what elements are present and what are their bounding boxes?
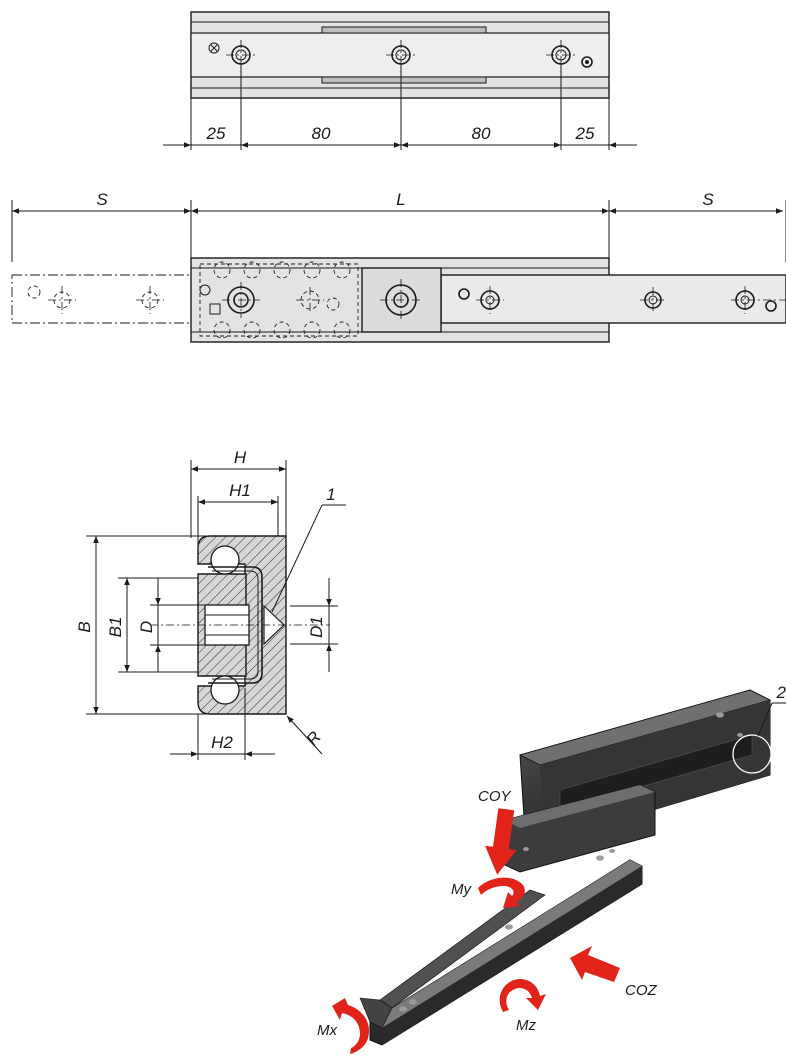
ball-upper: [210, 545, 240, 575]
carriage-hole-icon: [380, 279, 422, 321]
dim-25-right: 25: [575, 124, 595, 143]
ball-cage-hidden: [199, 261, 359, 339]
hidden-hole-icon: [27, 285, 164, 314]
iso-rail-slot: [559, 734, 753, 811]
moment-mx-icon: [332, 998, 370, 1054]
side-view: S L S: [11, 190, 786, 343]
dim-length: L: [396, 190, 405, 209]
top-view: 25 80 80 25: [163, 11, 637, 150]
moment-my-icon: [478, 877, 525, 908]
dim-r: R: [303, 728, 325, 750]
mounting-hole-icon: [731, 286, 786, 314]
callout-1-leader: [271, 504, 323, 613]
dim-d1: D1: [307, 616, 326, 638]
hidden-hole-icon: [296, 287, 340, 313]
radius-leader: [286, 715, 323, 755]
callout-2: 2: [776, 683, 786, 702]
moving-slide: [440, 274, 786, 324]
callout-2-leader: [757, 702, 773, 737]
arrow-coz-icon: [570, 946, 620, 982]
label-coz: COZ: [625, 982, 658, 999]
screw-head-icon: [581, 56, 593, 68]
dim-stroke-left: S: [96, 190, 108, 209]
dim-b: B: [75, 621, 94, 632]
ball-lower: [210, 675, 240, 705]
dim-80-left: 80: [312, 124, 331, 143]
moment-mz-icon: [499, 978, 546, 1012]
callout-1: 1: [326, 485, 335, 504]
detail-circle: [732, 734, 772, 774]
dim-80-right: 80: [472, 124, 491, 143]
dim-h2: H2: [211, 733, 233, 752]
screw-head-icon: [208, 42, 220, 54]
dim-25-left: 25: [206, 124, 226, 143]
dim-h1: H1: [229, 481, 251, 500]
arrow-coy-icon: [485, 808, 517, 875]
label-mz: Mz: [516, 1017, 536, 1034]
dim-b1: B1: [106, 617, 125, 638]
phantom-slide-left: [11, 274, 192, 324]
stop-pin-icon: [199, 284, 221, 315]
top-slot-lower: [321, 76, 487, 84]
dim-d: D: [137, 621, 156, 633]
cross-section: H H1 B B1 D: [75, 448, 346, 760]
label-coy: COY: [478, 788, 512, 805]
dim-stroke-right: S: [702, 190, 714, 209]
mounting-hole-icon: [222, 282, 260, 318]
iso-holes: [399, 712, 743, 1012]
mounting-hole-icon: [458, 286, 504, 314]
top-slot-upper: [321, 26, 487, 34]
label-my: My: [451, 881, 472, 898]
mounting-hole-icon: [640, 287, 666, 313]
isometric-view: 2 COY My Mx Mz COZ: [317, 683, 786, 1054]
dim-h: H: [234, 448, 247, 467]
label-mx: Mx: [317, 1022, 337, 1039]
